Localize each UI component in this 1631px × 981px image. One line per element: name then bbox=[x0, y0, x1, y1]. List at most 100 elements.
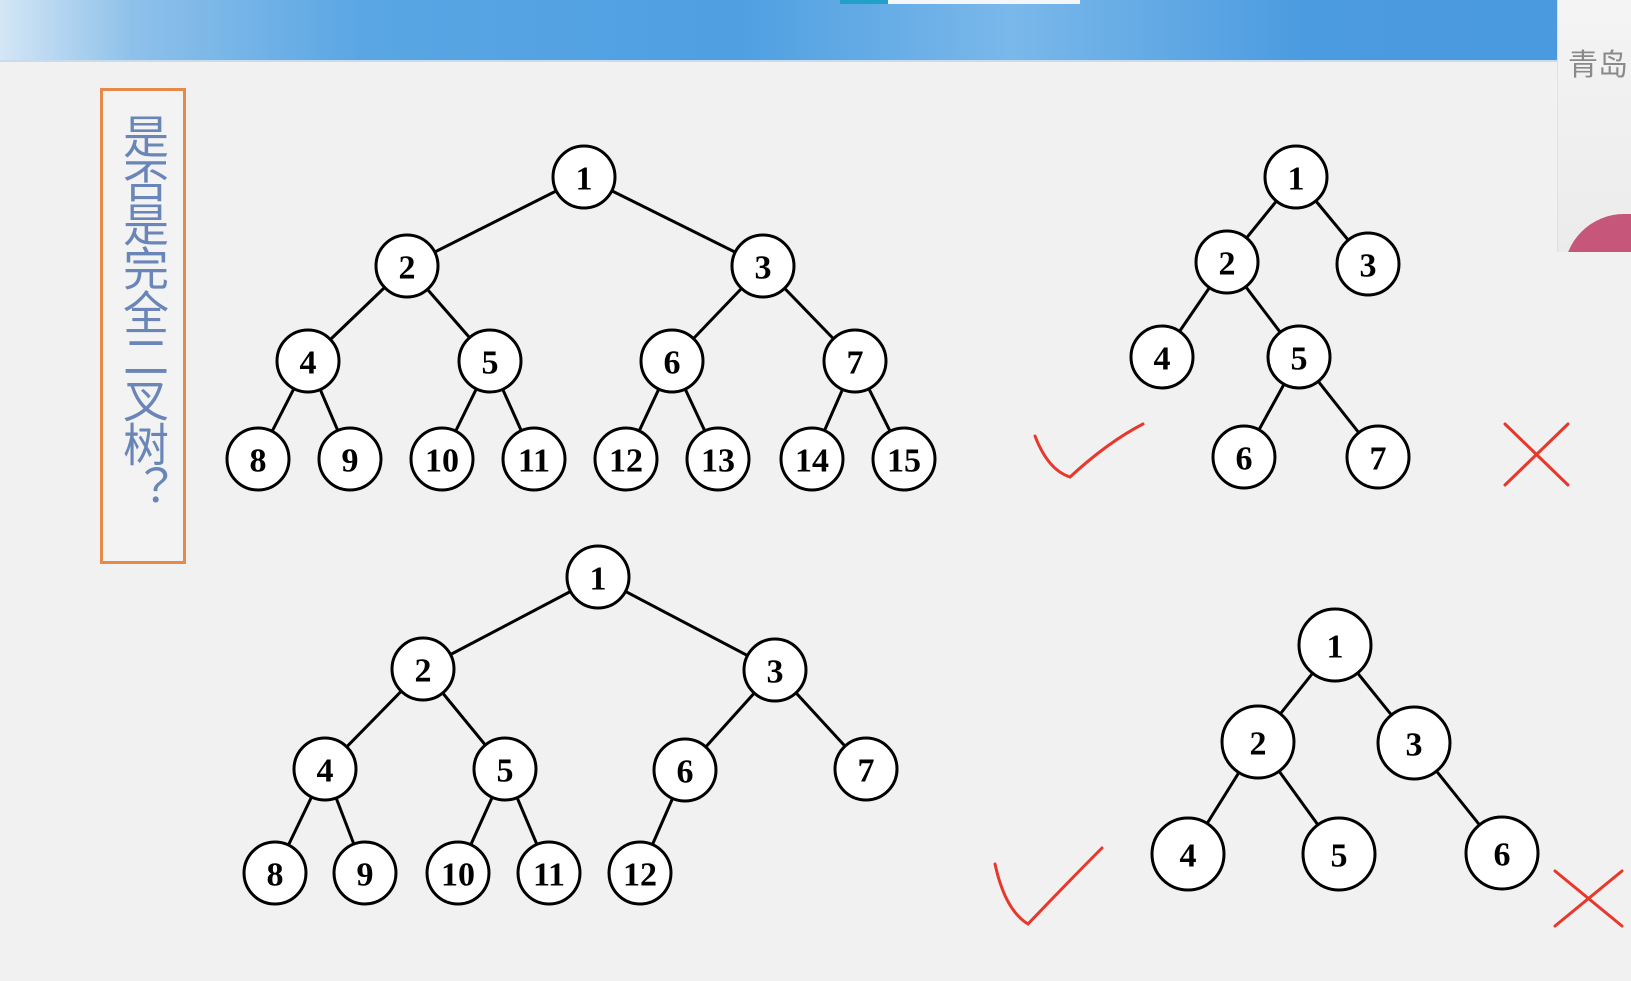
svg-text:4: 4 bbox=[1154, 341, 1171, 378]
tree-a-node-6: 6 bbox=[639, 328, 705, 394]
tree-a-node-3: 3 bbox=[730, 233, 796, 299]
svg-text:15: 15 bbox=[887, 443, 921, 480]
svg-text:1: 1 bbox=[1288, 161, 1305, 198]
svg-text:8: 8 bbox=[250, 443, 267, 480]
tree-c-edges bbox=[273, 575, 868, 874]
tree-d: 1 2 3 4 5 6 bbox=[1150, 607, 1540, 892]
webcam-caption: 青岛 bbox=[1568, 48, 1628, 83]
tree-c-node-9: 9 bbox=[332, 840, 398, 906]
svg-text:9: 9 bbox=[357, 857, 374, 894]
svg-text:11: 11 bbox=[518, 443, 550, 480]
tree-c-node-12: 12 bbox=[607, 840, 673, 906]
svg-text:5: 5 bbox=[1331, 838, 1348, 875]
svg-text:12: 12 bbox=[623, 857, 657, 894]
tree-b-node-3: 3 bbox=[1335, 231, 1401, 297]
svg-text:10: 10 bbox=[425, 443, 459, 480]
tree-b-node-7: 7 bbox=[1345, 424, 1411, 490]
svg-text:6: 6 bbox=[664, 345, 681, 382]
tree-a-node-11: 11 bbox=[501, 426, 567, 492]
tree-c-node-11: 11 bbox=[516, 840, 582, 906]
tree-b-node-1: 1 bbox=[1263, 144, 1329, 210]
tree-b-node-5: 5 bbox=[1266, 324, 1332, 390]
tree-d-node-5: 5 bbox=[1301, 816, 1377, 892]
tree-b-node-6: 6 bbox=[1211, 424, 1277, 490]
tree-a-node-5: 5 bbox=[457, 328, 523, 394]
svg-text:6: 6 bbox=[1236, 441, 1253, 478]
svg-text:4: 4 bbox=[1180, 838, 1197, 875]
header-bar bbox=[0, 0, 1631, 62]
check-mark-tree-c bbox=[993, 846, 1104, 926]
tree-d-node-4: 4 bbox=[1150, 816, 1226, 892]
tree-a-edges bbox=[256, 175, 906, 460]
question-box: 是否是完全二叉树？ bbox=[100, 88, 186, 564]
tree-c-node-3: 3 bbox=[742, 637, 808, 703]
tree-b-node-2: 2 bbox=[1194, 229, 1260, 295]
svg-text:2: 2 bbox=[1219, 246, 1236, 283]
tree-a-node-12: 12 bbox=[593, 426, 659, 492]
tree-a-node-2: 2 bbox=[374, 233, 440, 299]
tree-a: 1 2 3 4 5 6 7 8 9 10 11 12 13 14 15 bbox=[225, 144, 937, 492]
svg-text:2: 2 bbox=[399, 250, 416, 287]
cross-mark-tree-d bbox=[1553, 869, 1624, 928]
tree-c-edge-1-3 bbox=[597, 575, 776, 672]
tree-d-node-3: 3 bbox=[1376, 705, 1452, 781]
tree-a-node-15: 15 bbox=[871, 426, 937, 492]
svg-text:5: 5 bbox=[1291, 341, 1308, 378]
webcam-overlay: 青岛 bbox=[1557, 0, 1631, 252]
svg-text:1: 1 bbox=[1327, 629, 1344, 666]
svg-text:1: 1 bbox=[590, 561, 607, 598]
tree-a-node-7: 7 bbox=[822, 328, 888, 394]
svg-text:7: 7 bbox=[847, 345, 864, 382]
svg-text:3: 3 bbox=[1406, 727, 1423, 764]
tree-c-node-10: 10 bbox=[425, 840, 491, 906]
tree-a-node-8: 8 bbox=[225, 426, 291, 492]
svg-text:7: 7 bbox=[858, 753, 875, 790]
svg-text:13: 13 bbox=[701, 443, 735, 480]
tree-a-node-4: 4 bbox=[275, 328, 341, 394]
svg-text:2: 2 bbox=[415, 653, 432, 690]
tree-c: 1 2 3 4 5 6 7 8 9 10 11 12 bbox=[242, 544, 899, 906]
tree-c-node-5: 5 bbox=[472, 736, 538, 802]
svg-text:2: 2 bbox=[1250, 726, 1267, 763]
tree-c-edge-1-2 bbox=[422, 575, 599, 671]
tree-a-node-10: 10 bbox=[409, 426, 475, 492]
tree-a-edge-1-2 bbox=[406, 175, 585, 268]
svg-text:9: 9 bbox=[342, 443, 359, 480]
tree-c-node-1: 1 bbox=[565, 544, 631, 610]
svg-text:8: 8 bbox=[267, 857, 284, 894]
header-tab-accent bbox=[840, 0, 888, 4]
tree-c-node-4: 4 bbox=[292, 736, 358, 802]
tree-c-node-7: 7 bbox=[833, 736, 899, 802]
tree-a-node-13: 13 bbox=[685, 426, 751, 492]
tree-a-node-9: 9 bbox=[317, 426, 383, 492]
svg-text:6: 6 bbox=[1494, 837, 1511, 874]
tree-d-node-6: 6 bbox=[1464, 815, 1540, 891]
question-text: 是否是完全二叉树？ bbox=[116, 113, 170, 509]
tree-a-node-1: 1 bbox=[551, 144, 617, 210]
svg-text:14: 14 bbox=[795, 443, 829, 480]
tree-a-node-14: 14 bbox=[779, 426, 845, 492]
tree-b-edges bbox=[1160, 176, 1380, 458]
header-tab-light bbox=[888, 0, 1080, 4]
svg-text:11: 11 bbox=[533, 857, 565, 894]
tree-d-node-1: 1 bbox=[1297, 607, 1373, 683]
svg-text:12: 12 bbox=[609, 443, 643, 480]
svg-text:3: 3 bbox=[755, 250, 772, 287]
tree-c-node-8: 8 bbox=[242, 840, 308, 906]
tree-b-node-4: 4 bbox=[1129, 324, 1195, 390]
svg-text:7: 7 bbox=[1370, 441, 1387, 478]
svg-text:5: 5 bbox=[497, 753, 514, 790]
svg-text:3: 3 bbox=[1360, 248, 1377, 285]
check-mark-tree-a bbox=[1033, 422, 1145, 479]
cross-mark-tree-b bbox=[1503, 422, 1570, 487]
svg-text:4: 4 bbox=[317, 753, 334, 790]
tree-b: 1 2 3 4 5 6 7 bbox=[1129, 144, 1411, 490]
tree-d-node-2: 2 bbox=[1220, 704, 1296, 780]
svg-text:5: 5 bbox=[482, 345, 499, 382]
tree-a-edge-1-3 bbox=[583, 175, 764, 268]
svg-text:1: 1 bbox=[576, 161, 593, 198]
tree-c-node-2: 2 bbox=[390, 636, 456, 702]
svg-text:3: 3 bbox=[767, 654, 784, 691]
svg-text:4: 4 bbox=[300, 345, 317, 382]
